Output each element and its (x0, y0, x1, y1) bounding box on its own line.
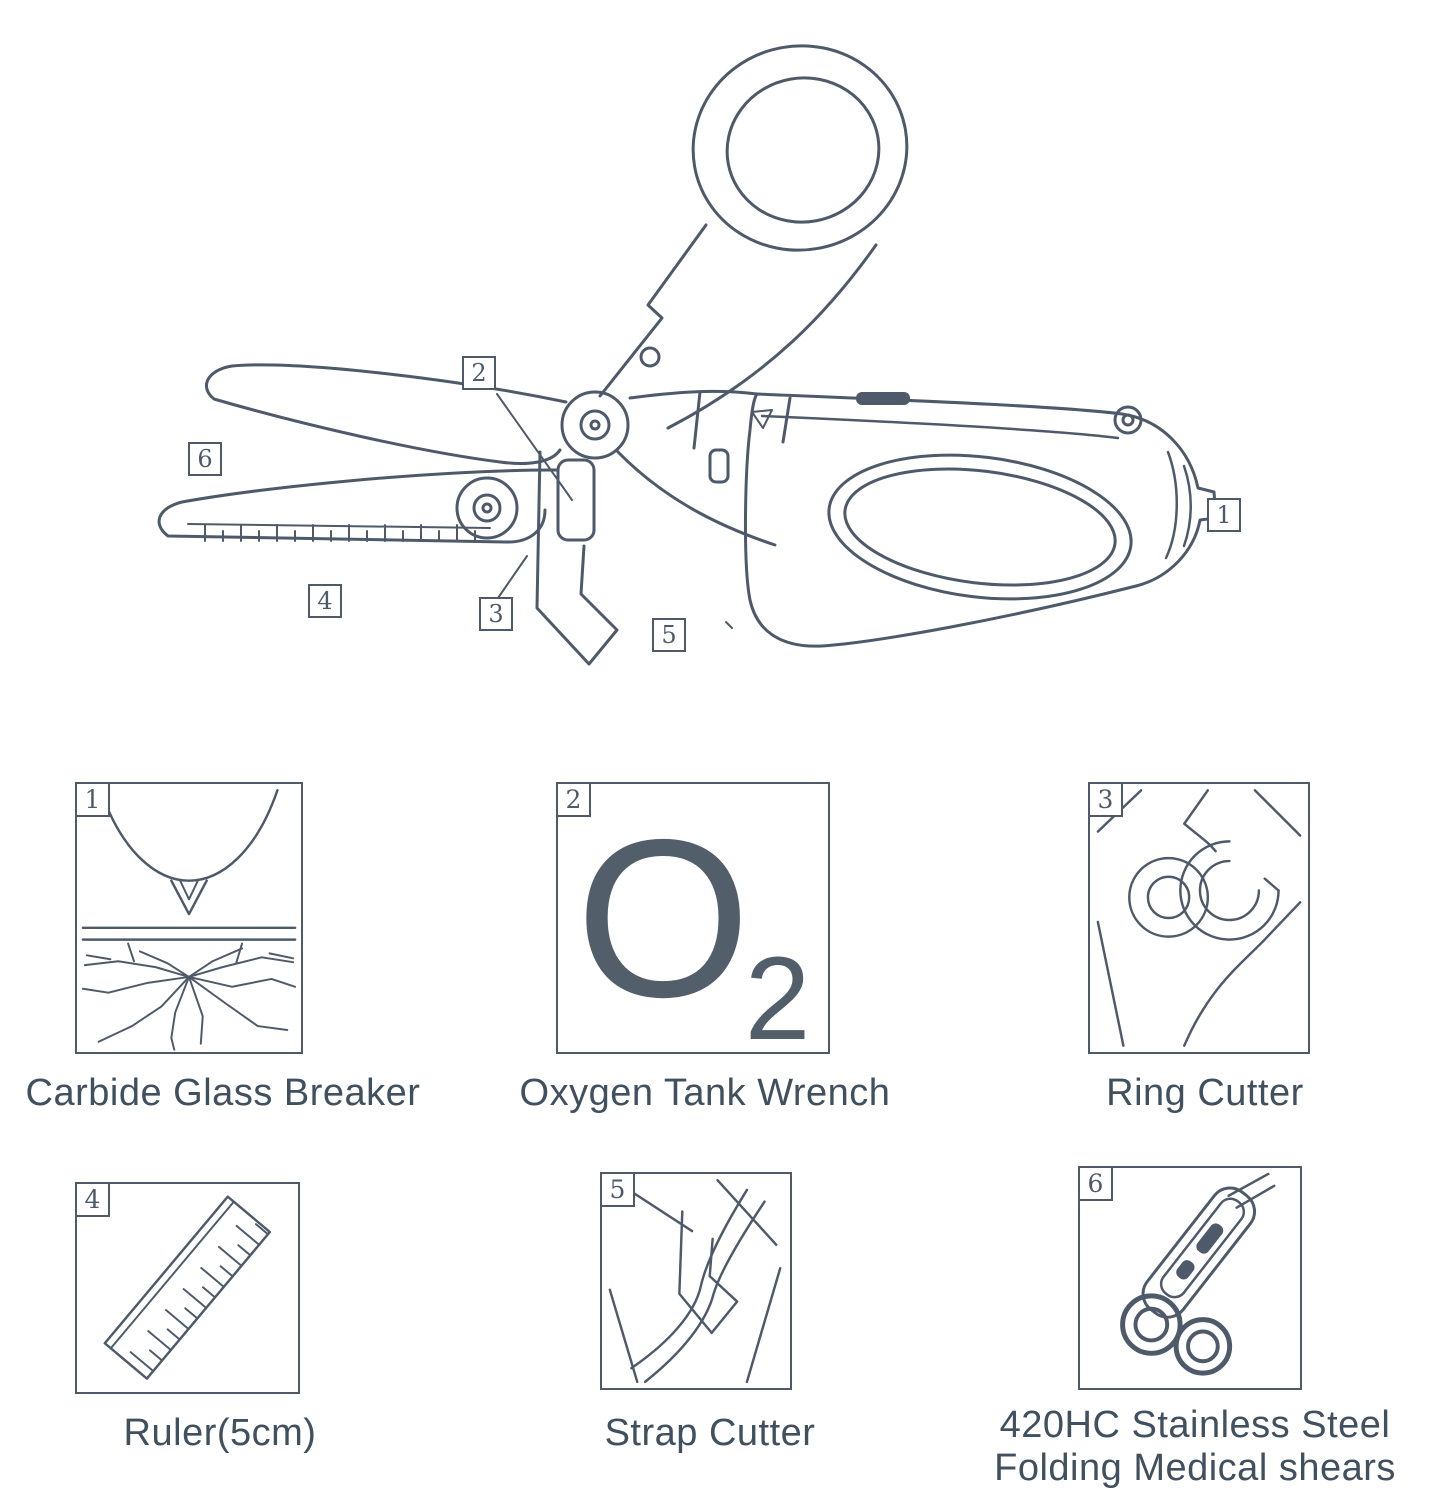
folded-shears-icon (1120, 1172, 1276, 1376)
feature-label-ruler: Ruler(5cm) (123, 1412, 317, 1454)
feature-label-oxygen-wrench: Oxygen Tank Wrench (519, 1072, 891, 1114)
feature-number: 1 (75, 782, 110, 817)
strap-cutter-icon (608, 1178, 782, 1384)
callout-4: 4 (308, 584, 342, 618)
feature-label-ring-cutter: Ring Cutter (1106, 1072, 1304, 1114)
feature-box-glass-breaker: 1 (75, 782, 303, 1054)
ring-cutter-icon (1096, 789, 1302, 1047)
callout-2: 2 (462, 356, 496, 390)
feature-number: 5 (600, 1172, 635, 1207)
callout-3: 3 (479, 597, 513, 631)
feature-box-ruler: 4 (75, 1182, 300, 1394)
callout-5: 5 (652, 618, 686, 652)
feature-number: 6 (1078, 1166, 1113, 1201)
oxygen-element-text: O (575, 792, 751, 1044)
ruler-icon (103, 1195, 272, 1380)
shears-diagram-drawing (157, 44, 1218, 666)
feature-box-folded-shears: 6 (1078, 1166, 1302, 1390)
feature-label-strap-cutter: Strap Cutter (604, 1412, 816, 1454)
feature-label-glass-breaker: Carbide Glass Breaker (25, 1072, 421, 1114)
glass-breaker-icon (81, 789, 297, 1051)
feature-number: 3 (1088, 782, 1123, 817)
feature-box-strap-cutter: 5 (600, 1172, 792, 1390)
oxygen-subscript-text: 2 (744, 932, 811, 1065)
feature-box-ring-cutter: 3 (1088, 782, 1310, 1054)
feature-number: 2 (556, 782, 591, 817)
feature-number: 4 (75, 1182, 110, 1217)
callout-6: 6 (188, 442, 222, 476)
callout-1: 1 (1207, 498, 1241, 532)
shears-illustration: 1 2 3 4 5 6 (157, 44, 1241, 666)
feature-label-folded-shears: 420HC Stainless Steel Folding Medical sh… (994, 1404, 1396, 1489)
